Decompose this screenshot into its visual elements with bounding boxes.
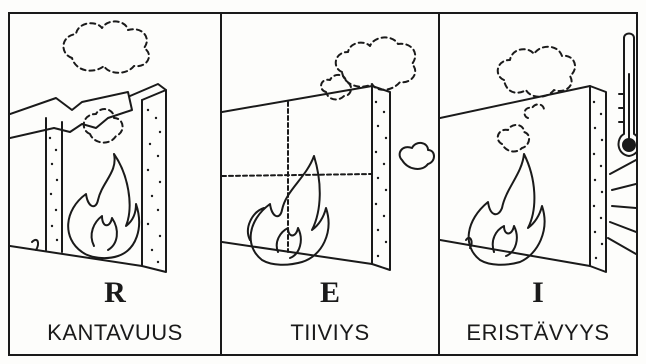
wall-texture [375,101,387,257]
panel-e-letter: E [222,276,438,310]
panel-e-caption: TIIVIYS [222,320,438,346]
panel-i-illustration [440,14,636,274]
panel-e-illustration [222,14,438,274]
heat-rays-icon [608,160,636,254]
smoke-cloud-icon [498,47,575,152]
panel-r: R KANTAVUUS [10,14,220,354]
wall-icon [222,86,390,270]
flame-icon [32,154,139,258]
smoke-cloud-icon [63,21,149,142]
panel-r-letter: R [10,276,220,310]
wall-texture [49,109,161,263]
thermometer-icon [619,34,636,157]
panel-r-caption: KANTAVUUS [10,320,220,346]
panel-e: E TIIVIYS [222,14,438,354]
smoke-cloud-icon [321,37,434,169]
wall-texture [593,101,603,259]
wall-icon [440,86,606,272]
flame-icon [466,154,545,265]
broken-wall-icon [10,84,166,272]
panel-i: I ERISTÄVYYS [440,14,636,354]
panel-i-letter: I [440,276,636,310]
panel-i-caption: ERISTÄVYYS [440,320,636,346]
panel-r-illustration [10,14,220,274]
